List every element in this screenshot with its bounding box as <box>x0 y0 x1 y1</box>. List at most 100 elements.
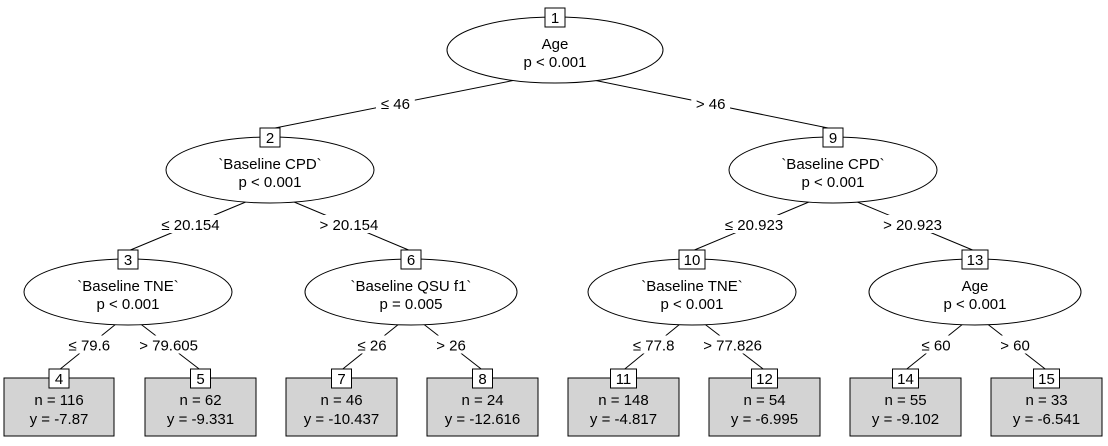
node-id: 11 <box>616 371 632 388</box>
edge-label-9-13: > 20.923 <box>883 217 942 234</box>
node-id-box <box>48 368 70 389</box>
node-pvalue: p < 0.001 <box>944 296 1007 313</box>
node-id-box <box>331 368 352 389</box>
inner-node-6: 6 `Baseline QSU f1`p = 0.005 <box>304 249 518 326</box>
leaf-node-8: 8 n = 24 y = -12.616 <box>426 368 539 437</box>
node-id: 13 <box>967 252 984 269</box>
edge-label-bg <box>313 215 385 233</box>
edge-label-10-12: > 77.826 <box>703 338 762 355</box>
edge-label-bg <box>431 335 471 354</box>
edge-label-9-10: ≤ 20.923 <box>725 217 783 234</box>
leaf-n: n = 62 <box>179 392 221 409</box>
leaf-y: y = -10.437 <box>304 411 379 428</box>
inner-node-9: 9 `Baseline CPD`p < 0.001 <box>728 127 938 204</box>
inner-node-10: 10 `Baseline TNE`p < 0.001 <box>587 249 797 326</box>
node-id-box <box>751 368 778 389</box>
edge-label-13-15: > 60 <box>1000 338 1030 355</box>
edge-label-2-3: ≤ 20.154 <box>161 217 219 234</box>
leaf-node-14: 14 n = 55 y = -9.102 <box>849 368 962 437</box>
edge-label-1-2: ≤ 46 <box>381 96 410 113</box>
node-id-box <box>892 368 919 389</box>
node-id-box <box>117 249 139 270</box>
node-id: 2 <box>266 130 274 147</box>
leaf-y: y = -12.616 <box>445 411 520 428</box>
leaf-n: n = 116 <box>34 392 83 409</box>
inner-node-2: 2`Baseline CPD`p < 0.001 <box>165 127 375 204</box>
node-pvalue: p < 0.001 <box>524 54 587 71</box>
edge-label-bg <box>696 335 769 354</box>
leaf-y: y = -9.102 <box>872 411 939 428</box>
node-pvalue: p < 0.001 <box>661 296 724 313</box>
node-id-box <box>1033 368 1060 389</box>
edge-label-10-11: ≤ 77.8 <box>633 338 675 355</box>
edge-label-bg <box>718 215 790 233</box>
edge-label-3-4: ≤ 79.6 <box>69 338 111 355</box>
node-variable: `Baseline TNE` <box>77 278 178 295</box>
edge-label-bg <box>916 335 956 354</box>
leaf-y: y = -9.331 <box>167 411 234 428</box>
node-id-box <box>259 127 281 148</box>
node-id-box <box>610 368 637 389</box>
leaf-y: y = -6.995 <box>731 411 798 428</box>
edge-label-bg <box>376 94 415 112</box>
node-variable: `Baseline CPD` <box>781 156 884 173</box>
node-id: 9 <box>829 130 837 147</box>
node-id: 10 <box>684 252 701 269</box>
node-variable: Age <box>962 278 989 295</box>
inner-node-3: 3 `Baseline TNE`p < 0.001 <box>23 249 233 326</box>
node-pvalue: p < 0.001 <box>239 174 302 191</box>
node-id: 3 <box>124 252 132 269</box>
node-id: 15 <box>1038 371 1055 388</box>
leaf-node-5: 5n = 62y = -9.331 <box>144 368 257 437</box>
node-id: 6 <box>407 252 415 269</box>
edge-label-6-7: ≤ 26 <box>358 338 387 355</box>
edge-label-bg <box>626 335 682 354</box>
node-id-box <box>190 368 211 389</box>
node-id: 1 <box>551 10 559 27</box>
node-id-box <box>544 7 566 28</box>
node-variable: Age <box>542 36 569 53</box>
edge-label-bg <box>691 94 731 112</box>
leaf-n: n = 46 <box>320 392 362 409</box>
edge-label-bg <box>995 335 1035 354</box>
node-id-box <box>400 249 422 270</box>
node-id: 12 <box>756 371 773 388</box>
edge-label-bg <box>132 335 205 354</box>
edge-label-3-5: > 79.605 <box>139 338 198 355</box>
leaf-n: n = 54 <box>743 392 785 409</box>
node-pvalue: p < 0.001 <box>802 174 865 191</box>
leaf-y: y = -6.541 <box>1013 411 1080 428</box>
node-id: 8 <box>478 371 486 388</box>
leaf-node-15: 15 n = 33 y = -6.541 <box>990 368 1103 437</box>
node-id: 14 <box>897 371 914 388</box>
leaf-y: y = -4.817 <box>590 411 657 428</box>
node-variable: `Baseline TNE` <box>641 278 742 295</box>
node-id: 4 <box>55 371 63 388</box>
edge-label-13-14: ≤ 60 <box>922 338 951 355</box>
node-id-box <box>961 249 989 270</box>
node-id: 7 <box>337 371 345 388</box>
leaf-n: n = 148 <box>598 392 648 409</box>
leaf-n: n = 33 <box>1025 392 1067 409</box>
node-id-box <box>678 249 706 270</box>
leaf-node-7: 7 n = 46 y = -10.437 <box>285 368 398 437</box>
node-pvalue: p = 0.005 <box>380 296 443 313</box>
edge-label-bg <box>876 215 949 233</box>
edge-label-bg <box>352 335 392 354</box>
edge-label-1-9: > 46 <box>696 96 726 113</box>
leaf-y: y = -7.87 <box>30 411 89 428</box>
node-id-box <box>822 127 844 148</box>
node-pvalue: p < 0.001 <box>97 296 160 313</box>
edge-label-bg <box>154 215 227 233</box>
edges: ≤ 46 > 46 ≤ 20.154 > 20.154 ≤ 79.6 > 79.605 ≤ … <box>58 78 1047 371</box>
edge-label-2-6: > 20.154 <box>320 217 379 234</box>
leaf-node-4: 4 n = 116 y = -7.87 <box>3 368 115 437</box>
leaf-n: n = 24 <box>461 392 503 409</box>
leaf-n: n = 55 <box>884 392 926 409</box>
node-variable: `Baseline QSU f1` <box>351 278 472 295</box>
leaf-node-11: 11 n = 148 y = -4.817 <box>567 368 680 437</box>
edge-label-bg <box>61 335 117 354</box>
